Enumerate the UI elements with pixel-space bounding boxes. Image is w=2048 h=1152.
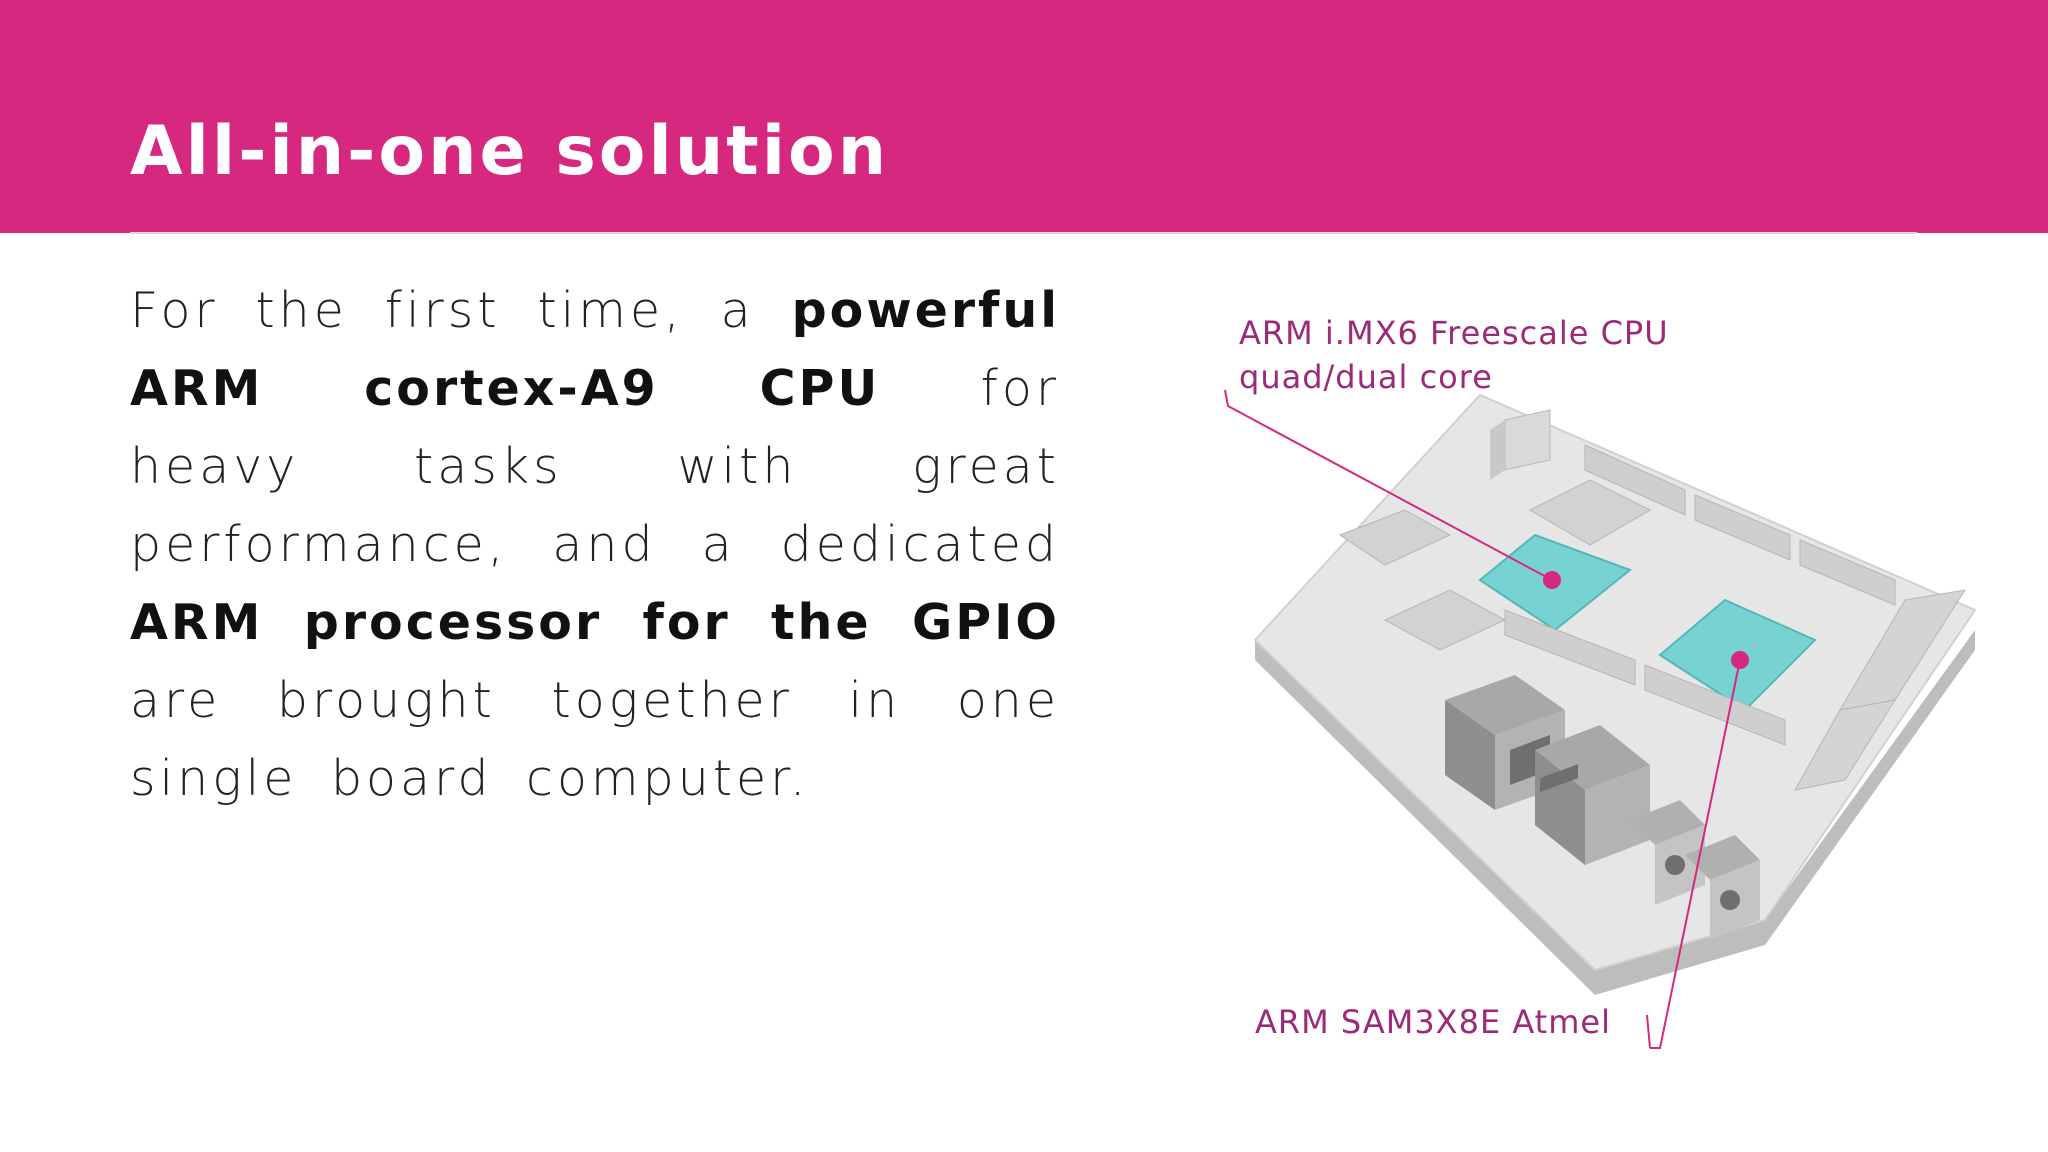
header-pins-side (1794, 589, 1967, 791)
header-pins-front (1504, 609, 1636, 686)
header-bar: All-in-one solution (0, 0, 2048, 233)
cpu-label-line1: ARM i.MX6 Freescale CPU (1239, 314, 1669, 352)
header-pins-rear (1584, 444, 1896, 606)
header-pins-front (1644, 664, 1786, 746)
title-divider (130, 232, 1917, 234)
usb-port (1535, 725, 1650, 865)
mcu-callout-line (1650, 659, 1741, 1049)
cpu-callout-dot (1543, 571, 1561, 589)
text-segment: For the first time, a (130, 282, 792, 339)
mcu-callout-dot (1731, 651, 1749, 669)
highlight-text: powerful ARM cortex-A9 CPU (130, 282, 1060, 417)
audio-jack (1630, 800, 1705, 905)
board-diagram: ARM i.MX6 Freescale CPU quad/dual core A… (1224, 314, 1977, 1049)
text-segment: for heavy tasks with great performance, … (130, 360, 1061, 573)
cpu-callout-line (1224, 389, 1553, 581)
small-component (1504, 409, 1551, 471)
slide-title: All-in-one solution (130, 112, 890, 191)
text-segment: are brought together in one single board… (130, 672, 1060, 807)
ic-chip (1338, 509, 1452, 566)
cpu-label-line2: quad/dual core (1239, 358, 1493, 396)
ethernet-port (1445, 675, 1565, 810)
body-paragraph: For the first time, a powerful ARM corte… (130, 272, 1060, 818)
ic-chip (1528, 479, 1652, 546)
audio-jack (1685, 835, 1760, 940)
highlight-text: ARM processor for the GPIO (130, 594, 1060, 651)
mcu-label-bracket (1646, 1014, 1651, 1049)
small-component (1490, 420, 1505, 480)
mcu-label: ARM SAM3X8E Atmel (1255, 1003, 1611, 1041)
